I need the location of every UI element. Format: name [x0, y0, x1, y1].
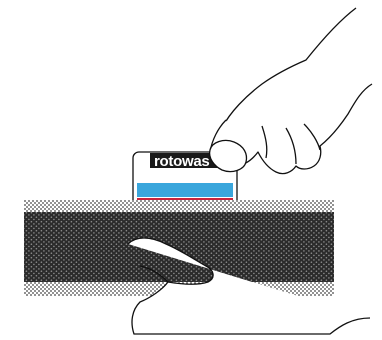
brand-text: rotowas: [154, 153, 209, 170]
brush-strip: [24, 200, 334, 296]
brush-bristle-body: [24, 212, 334, 282]
blue-stripe: [137, 183, 233, 197]
